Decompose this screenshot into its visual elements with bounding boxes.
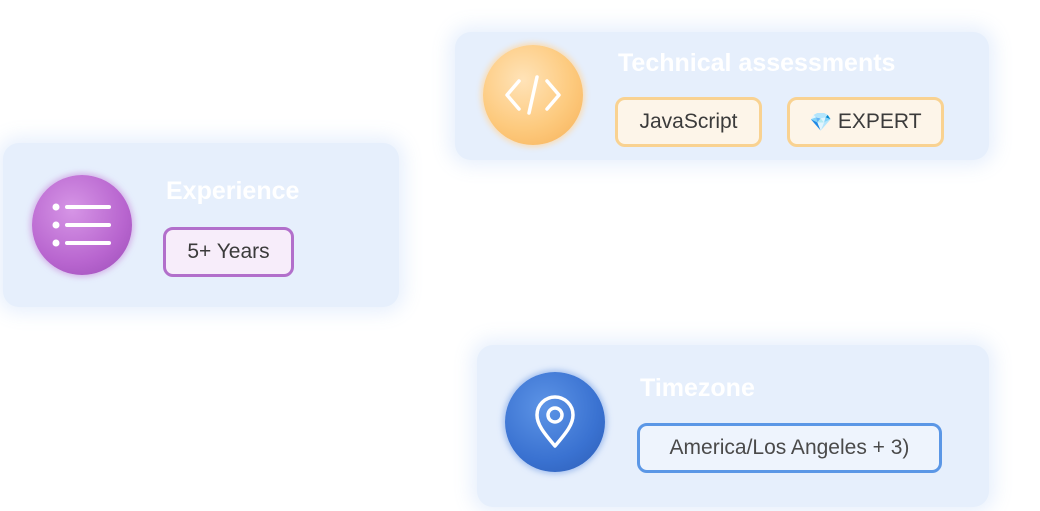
- list-icon: [32, 175, 132, 275]
- experience-title: Experience: [166, 177, 300, 205]
- timezone-title: Timezone: [640, 374, 755, 402]
- skill-chip-javascript: JavaScript: [615, 97, 762, 147]
- technical-assessments-card: Technical assessments JavaScript 💎 EXPER…: [455, 32, 989, 160]
- location-pin-icon: [505, 372, 605, 472]
- experience-card: Experience 5+ Years: [3, 143, 399, 307]
- timezone-chip-label: America/Los Angeles + 3): [669, 436, 910, 459]
- timezone-card: Timezone America/Los Angeles + 3): [477, 345, 989, 507]
- skill-chip-label: JavaScript: [639, 110, 738, 133]
- experience-chip-label: 5+ Years: [187, 240, 270, 263]
- timezone-chip: America/Los Angeles + 3): [637, 423, 942, 473]
- experience-chip: 5+ Years: [163, 227, 294, 277]
- code-icon: [483, 45, 583, 145]
- level-chip-expert: 💎 EXPERT: [787, 97, 944, 147]
- diamond-icon: 💎: [809, 112, 832, 132]
- level-chip-label: EXPERT: [837, 110, 922, 133]
- technical-assessments-title: Technical assessments: [618, 49, 896, 77]
